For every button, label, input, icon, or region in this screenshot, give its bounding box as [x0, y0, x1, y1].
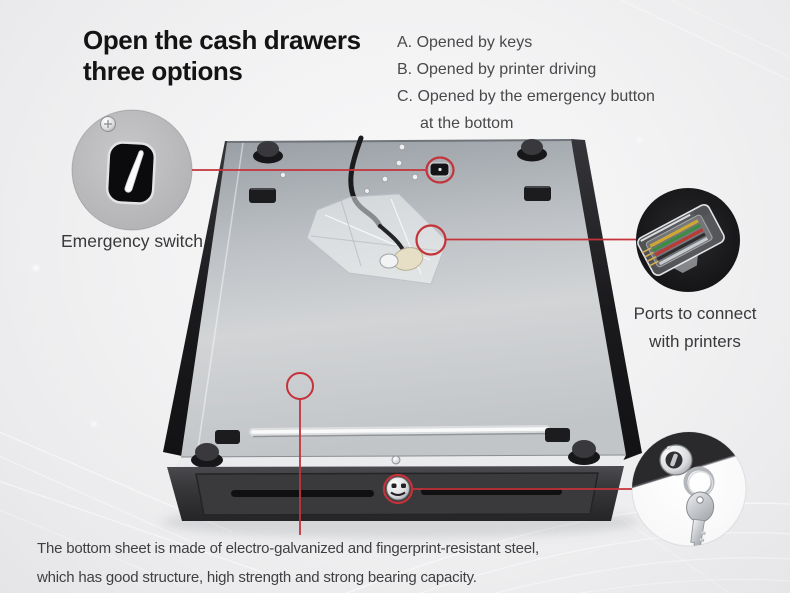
option-c-line-1: C. Opened by the emergency button: [397, 88, 655, 105]
front-slot-left: [231, 490, 374, 497]
lock-icon: [659, 444, 693, 476]
option-b: B. Opened by printer driving: [397, 61, 597, 78]
switch-lever: [124, 150, 144, 193]
title-line-1: Open the cash drawers: [83, 25, 361, 55]
rivets: [279, 143, 419, 194]
title-line-2: three options: [83, 56, 243, 86]
emergency-button-slot: [429, 162, 450, 177]
emergency-switch-label: Emergency switch: [61, 231, 203, 251]
rj11-connector-icon: [637, 203, 725, 277]
drawer-front-edge: [175, 455, 626, 468]
page-title: Open the cash drawers three options: [83, 25, 361, 87]
emergency-switch-photo: [71, 109, 193, 231]
rubber-feet-bottom: [191, 440, 600, 468]
drawer-right-rail: [571, 139, 642, 461]
cash-drawer-photo: [163, 135, 642, 521]
ports-label-line-1: Ports to connect: [633, 304, 757, 323]
red-annotations: [190, 156, 636, 535]
bottom-description-line-2: which has good structure, high strength …: [37, 568, 477, 586]
bottom-description-line-1: The bottom sheet is made of electro-galv…: [37, 540, 539, 557]
printer-port-photo: [636, 188, 740, 292]
option-a: A. Opened by keys: [397, 34, 533, 51]
screw-icon: [100, 116, 116, 132]
key-icon: [686, 491, 715, 546]
mounting-brackets: [215, 186, 570, 444]
cable-and-wrap: [306, 135, 448, 285]
bottom-description: The bottom sheet is made of electro-galv…: [37, 535, 539, 592]
ports-label: Ports to connect with printers: [600, 300, 790, 355]
option-c-line-2: at the bottom: [420, 115, 514, 132]
drawer-base-plate: [181, 140, 626, 457]
annotation-circle-lock: [382, 473, 414, 505]
keys-photo: [631, 431, 747, 547]
front-screw: [391, 455, 401, 465]
lock-cylinder: [386, 476, 410, 501]
drawer-front-panel: [167, 466, 624, 521]
options-list: A. Opened by keys B. Opened by printer d…: [397, 29, 655, 137]
rubber-feet-top: [253, 139, 547, 164]
ports-label-line-2: with printers: [649, 331, 741, 351]
